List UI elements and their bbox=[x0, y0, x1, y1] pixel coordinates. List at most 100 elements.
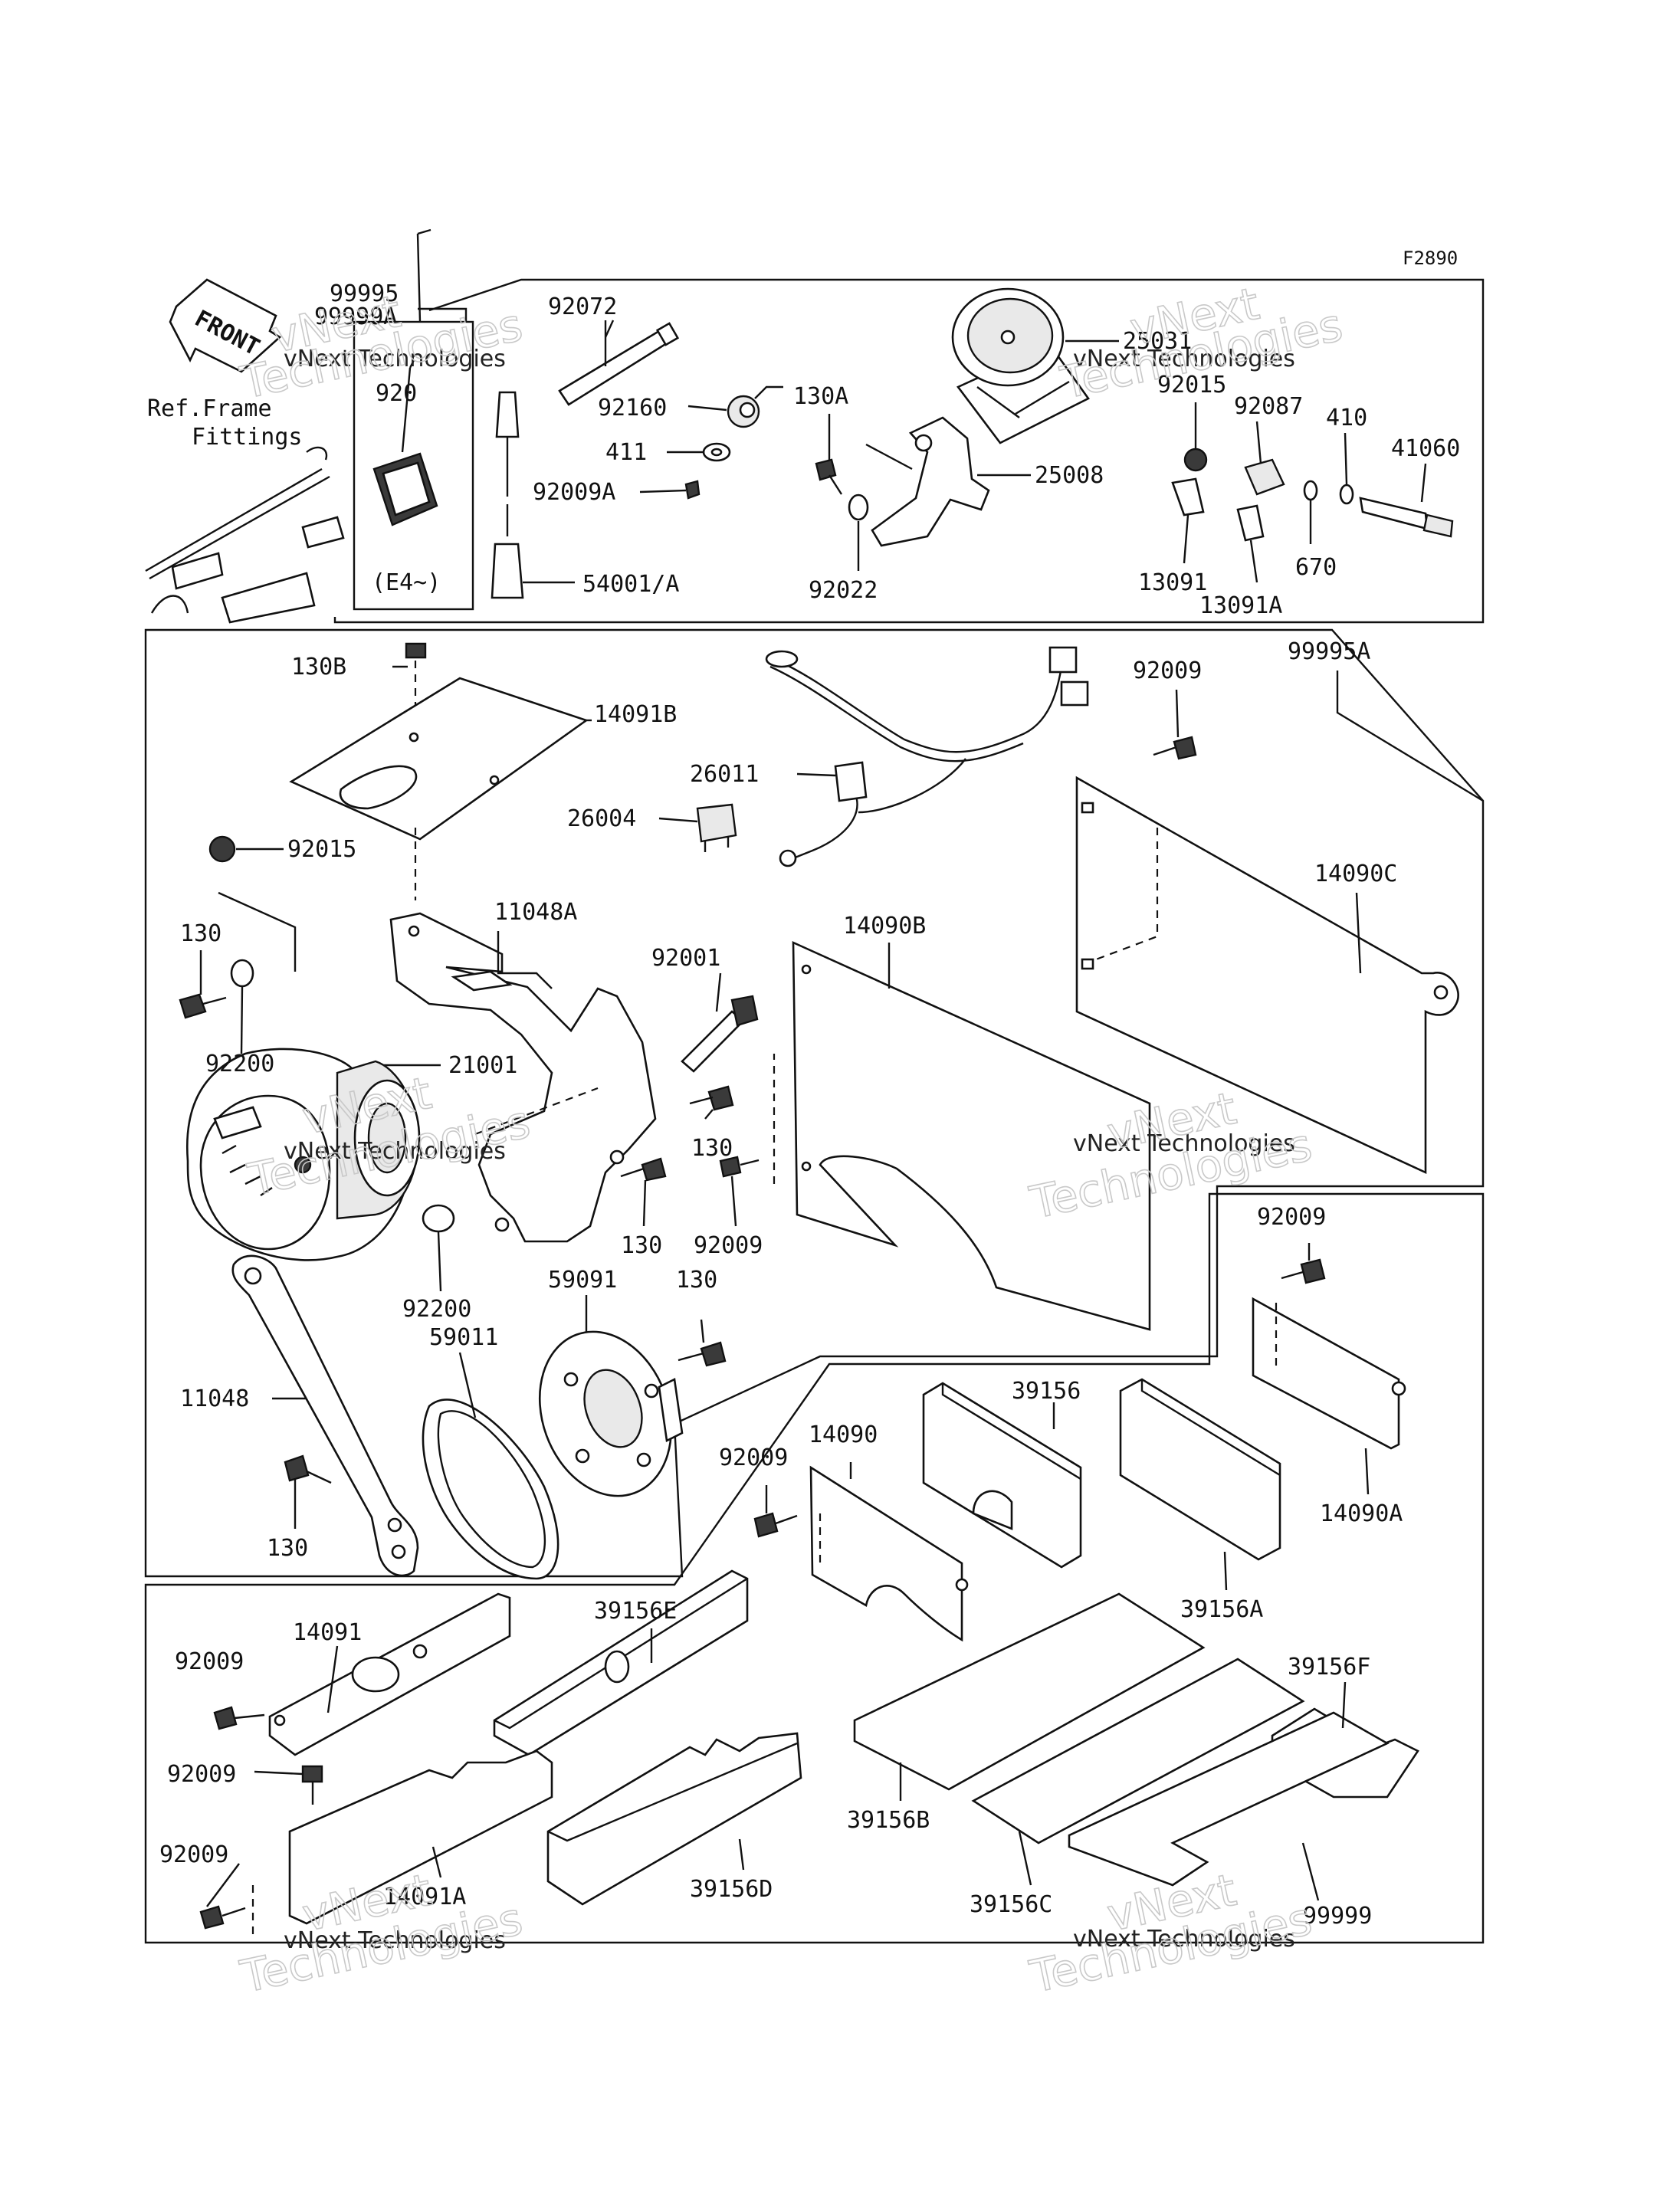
pad-39156 bbox=[922, 1382, 1082, 1569]
label-14090B: 14090B bbox=[843, 913, 926, 939]
label-39156B: 39156B bbox=[847, 1807, 930, 1834]
bracket-13091 bbox=[1171, 477, 1205, 516]
watermark-text: vNext Technologies bbox=[1073, 346, 1295, 372]
mat-39156C bbox=[971, 1658, 1305, 1844]
screw-92009-bl2 bbox=[301, 1765, 323, 1783]
label-25008: 25008 bbox=[1035, 462, 1104, 489]
relay-26004 bbox=[696, 803, 737, 843]
label-13091: 13091 bbox=[1138, 569, 1207, 596]
ref-frame-label: Ref.Frame bbox=[147, 395, 272, 422]
label-14091B: 14091B bbox=[594, 701, 677, 728]
watermark-text: vNext Technologies bbox=[1073, 1130, 1295, 1157]
plate-14091B bbox=[289, 677, 589, 841]
wiring-harness bbox=[765, 646, 1089, 867]
label-130-c: 130 bbox=[621, 1232, 662, 1259]
e4-note: (E4~) bbox=[372, 569, 441, 596]
label-670: 670 bbox=[1295, 554, 1337, 581]
bolt-130-bottom bbox=[284, 1454, 310, 1482]
label-14090C: 14090C bbox=[1314, 861, 1397, 887]
screw-92009-left bbox=[753, 1512, 779, 1538]
label-92009-bl3: 92009 bbox=[159, 1841, 228, 1868]
screw-92009-bl1 bbox=[213, 1706, 238, 1730]
cover-14091A bbox=[288, 1749, 553, 1925]
part-labels: F2890 99995 99999A 920 92072 92160 411 9… bbox=[159, 248, 1460, 1930]
label-92200-a: 92200 bbox=[205, 1051, 274, 1077]
label-92009-bl1: 92009 bbox=[175, 1648, 244, 1675]
label-14090A: 14090A bbox=[1320, 1500, 1403, 1527]
front-arrow: FRONT bbox=[169, 278, 282, 373]
label-14090: 14090 bbox=[809, 1421, 878, 1448]
bracket-11048A bbox=[389, 912, 657, 1243]
label-14091: 14091 bbox=[293, 1619, 362, 1646]
screw-92009-mid bbox=[719, 1156, 742, 1178]
label-92009-bl2: 92009 bbox=[167, 1761, 236, 1788]
washer-92200-left bbox=[230, 959, 254, 988]
label-92001: 92001 bbox=[651, 945, 720, 972]
label-54001A: 54001/A bbox=[582, 571, 679, 598]
screw-92009-topright bbox=[1173, 736, 1197, 760]
bolt-92001 bbox=[681, 1010, 745, 1073]
label-130B: 130B bbox=[291, 654, 346, 680]
watermark-text: vNext Technologies bbox=[284, 1138, 506, 1165]
label-59091: 59091 bbox=[548, 1267, 617, 1294]
label-130-e: 130 bbox=[267, 1535, 308, 1562]
label-920: 920 bbox=[376, 380, 417, 407]
label-99999A: 99999A bbox=[314, 303, 397, 330]
label-92022: 92022 bbox=[809, 577, 878, 604]
label-11048: 11048 bbox=[180, 1385, 249, 1412]
nut-92015 bbox=[208, 835, 236, 863]
pad-39156D bbox=[546, 1732, 802, 1906]
gauge-25031 bbox=[951, 287, 1090, 444]
label-99995A: 99995A bbox=[1288, 638, 1370, 665]
washer-410 bbox=[1339, 484, 1354, 505]
grommet-inset: (E4~) bbox=[353, 228, 474, 611]
figure-id: F2890 bbox=[1403, 248, 1458, 269]
cover-14090 bbox=[809, 1465, 963, 1642]
label-92009-c: 92009 bbox=[719, 1444, 788, 1471]
screw-92009A bbox=[684, 480, 701, 500]
bolt-130-low bbox=[641, 1157, 667, 1182]
label-92015: 92015 bbox=[287, 836, 356, 863]
label-92200-b: 92200 bbox=[402, 1296, 471, 1323]
bolt-130-mid bbox=[707, 1085, 734, 1111]
label-130A: 130A bbox=[793, 383, 848, 410]
nut-92015-top bbox=[1183, 448, 1208, 472]
ref-fittings-label: Fittings bbox=[192, 424, 303, 451]
label-39156E: 39156E bbox=[594, 1598, 677, 1625]
label-13091A: 13091A bbox=[1199, 592, 1282, 619]
bottom-section-parts bbox=[199, 1258, 1419, 1935]
label-130-d: 130 bbox=[676, 1267, 717, 1294]
cable-tie-92072 bbox=[558, 330, 668, 406]
label-26011: 26011 bbox=[690, 761, 759, 788]
screw-92009-right bbox=[1300, 1258, 1326, 1284]
middle-section-parts bbox=[179, 642, 1459, 1580]
label-39156D: 39156D bbox=[690, 1876, 773, 1903]
frame-middle bbox=[144, 628, 1485, 1578]
label-11048A: 11048A bbox=[494, 899, 577, 926]
alternator-21001 bbox=[186, 1048, 421, 1261]
washer-92200-low bbox=[422, 1204, 455, 1233]
label-92009A: 92009A bbox=[533, 479, 615, 506]
label-92009-mid: 92009 bbox=[694, 1232, 763, 1259]
section-frames bbox=[144, 278, 1485, 1944]
label-39156A: 39156A bbox=[1180, 1596, 1263, 1623]
label-411: 411 bbox=[605, 439, 647, 466]
bolt-130A bbox=[815, 458, 837, 481]
label-92087: 92087 bbox=[1234, 393, 1303, 420]
speedo-cable-top bbox=[495, 391, 520, 438]
bracket-11048 bbox=[231, 1254, 419, 1577]
label-410: 410 bbox=[1326, 405, 1367, 431]
bracket-25008 bbox=[871, 416, 990, 547]
watermark-text: vNext Technologies bbox=[284, 346, 506, 372]
leader-lines bbox=[199, 307, 1484, 1907]
bolt-130-left bbox=[179, 993, 207, 1019]
frame-fittings-drawing bbox=[145, 446, 345, 624]
screw-92009-bl3 bbox=[199, 1905, 225, 1930]
label-99999: 99999 bbox=[1303, 1903, 1372, 1930]
label-59011: 59011 bbox=[429, 1324, 498, 1351]
label-130-b: 130 bbox=[691, 1135, 733, 1162]
gear-41060 bbox=[1359, 497, 1429, 530]
label-92009-top: 92009 bbox=[1133, 657, 1202, 684]
pulley-59091 bbox=[538, 1330, 684, 1497]
mat-39156B bbox=[853, 1592, 1206, 1791]
